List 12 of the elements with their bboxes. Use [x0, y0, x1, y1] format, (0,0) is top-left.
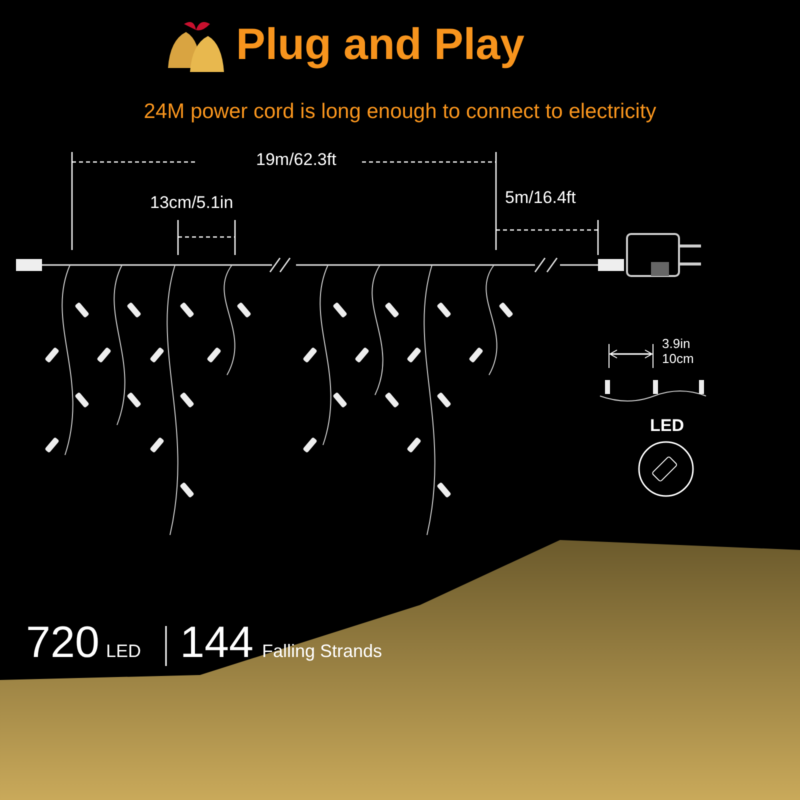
dimension-label: 3.9in [662, 336, 690, 351]
unit-label: Falling Strands [262, 641, 382, 662]
strand-count: 144 [180, 618, 254, 668]
led-count: 720 [26, 618, 100, 668]
subtitle: 24M power cord is long enough to connect to electricity [142, 100, 658, 124]
dimension-label: 19m/62.3ft [256, 150, 336, 170]
title: Plug and Play [236, 20, 525, 70]
dimension-label: 13cm/5.1in [150, 193, 234, 213]
unit-label: LED [106, 641, 142, 662]
dimension-label: 10cm [662, 351, 694, 366]
dimension-label: 5m/16.4ft [505, 188, 576, 208]
led-label: LED [650, 416, 684, 436]
